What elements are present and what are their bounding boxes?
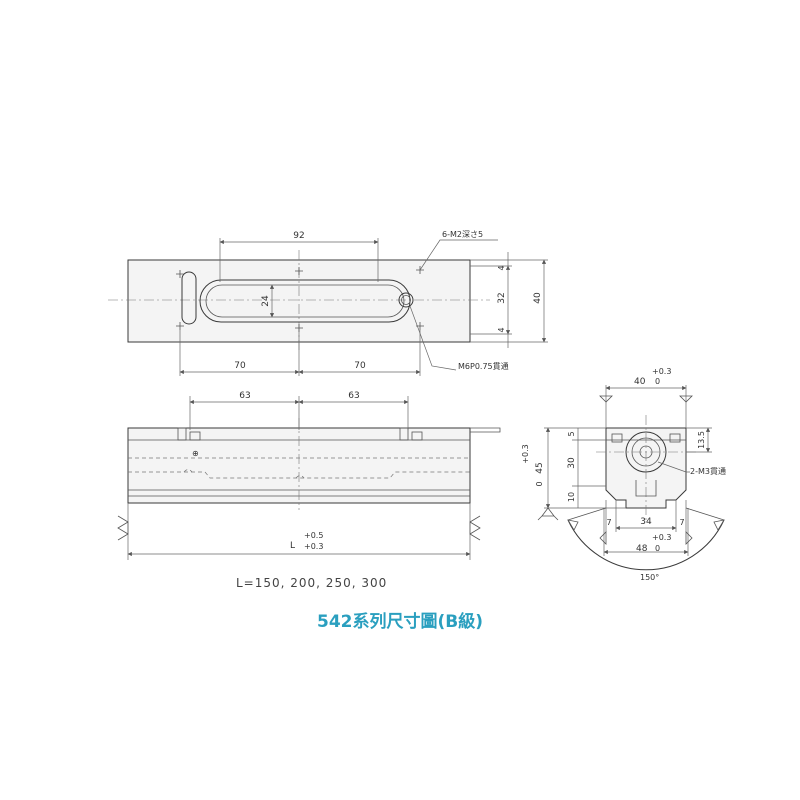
dim-24: 24 — [261, 295, 271, 307]
side-view: 40 +0.3 0 45 +0.3 0 5 30 10 13.5 2-M3貫通 … — [521, 367, 726, 582]
top-slot-inner — [205, 284, 405, 318]
dim-70b: 70 — [354, 361, 366, 371]
side-dim-34: 34 — [640, 517, 652, 527]
side-dim-40: 40 — [634, 377, 646, 387]
dim-63b: 63 — [348, 391, 359, 401]
side-tol-48-lower: 0 — [655, 544, 660, 553]
dim-92: 92 — [293, 231, 304, 241]
left-oval-slot — [181, 271, 197, 325]
drawing-title: 542系列尺寸圖(B級) — [317, 612, 483, 632]
dim-40-top: 40 — [533, 292, 543, 304]
side-dim-10: 10 — [567, 492, 576, 502]
side-tol-48-upper: +0.3 — [652, 533, 671, 542]
dim-4b: 4 — [497, 327, 506, 332]
note-m6-hole: M6P0.75貫通 — [458, 361, 509, 371]
side-dim-48: 48 — [636, 544, 648, 554]
front-view: ⊕ 63 63 L +0.5 +0.3 — [117, 391, 501, 560]
angle-arc — [567, 519, 725, 571]
side-tol-45-lower: 0 — [535, 481, 544, 486]
dim-4a: 4 — [497, 265, 506, 270]
dim-32: 32 — [497, 292, 507, 303]
side-angle: 150° — [640, 573, 659, 582]
top-view: 92 24 4 32 4 40 70 70 6-M2深さ5 M6P0.75貫通 — [108, 230, 548, 376]
side-tol-40-upper: +0.3 — [652, 367, 671, 376]
side-dim-5: 5 — [567, 431, 576, 436]
side-dim-13-5: 13.5 — [697, 431, 706, 449]
side-note-m3: 2-M3貫通 — [690, 466, 726, 476]
note-tap: 6-M2深さ5 — [442, 230, 483, 239]
m6-hole — [398, 292, 414, 308]
side-dim-30: 30 — [567, 457, 577, 469]
side-tol-40-lower: 0 — [655, 377, 660, 386]
tol-L-upper: +0.5 — [304, 531, 323, 540]
dim-L: L — [290, 541, 295, 551]
tol-L-lower: +0.3 — [304, 542, 323, 551]
dim-63a: 63 — [239, 391, 250, 401]
side-dim-7a: 7 — [606, 518, 611, 527]
front-hole-mark: ⊕ — [192, 449, 199, 458]
side-tol-45-upper: +0.3 — [521, 444, 530, 463]
dim-70a: 70 — [234, 361, 246, 371]
top-slot-outer — [199, 279, 411, 323]
length-formula: L=150, 200, 250, 300 — [236, 576, 388, 590]
side-dim-7b: 7 — [679, 518, 684, 527]
side-dim-45: 45 — [535, 462, 545, 473]
